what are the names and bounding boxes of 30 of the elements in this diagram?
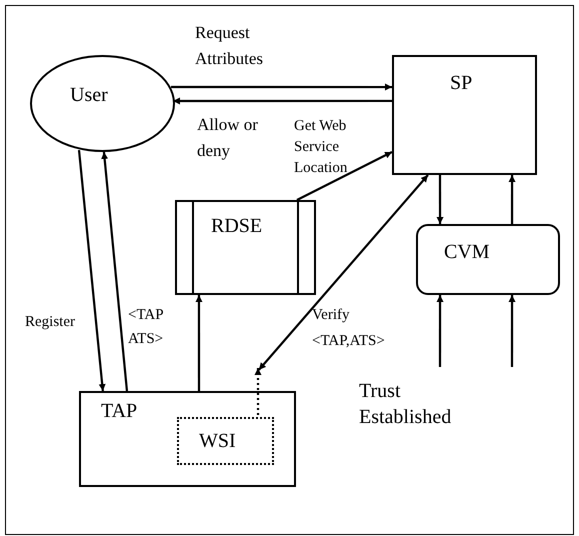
edge-label: Register [25,313,76,332]
arrow [78,150,106,392]
node-label: User [70,83,108,107]
edge-label: <TAP ATS> [128,306,164,349]
arrow [172,97,392,104]
arrow [508,295,516,367]
arrow [195,295,202,391]
process-box [175,200,316,295]
dotted-arrow [254,368,262,415]
edge-label: Get Web Service Location [294,117,348,178]
arrow [101,152,128,392]
note-label: Trust Established [359,379,452,430]
arrow [436,295,444,367]
arrow [170,84,392,91]
process-box [79,391,296,487]
arrow [258,174,429,371]
arrow [296,150,392,201]
node-label: TAP [101,399,138,423]
edge-label: Request Attributes [195,22,264,70]
node-label: SP [450,71,472,95]
edge-label: Verify <TAP,ATS> [312,306,386,351]
node-label: RDSE [211,214,262,238]
process-box [392,55,537,175]
edge-label: Allow or deny [197,114,259,162]
node-label: WSI [199,429,236,453]
rounded-box [416,224,560,295]
dotted-box [177,417,274,465]
arrow [508,175,516,224]
arrow [436,175,444,224]
node-label: CVM [444,240,490,264]
